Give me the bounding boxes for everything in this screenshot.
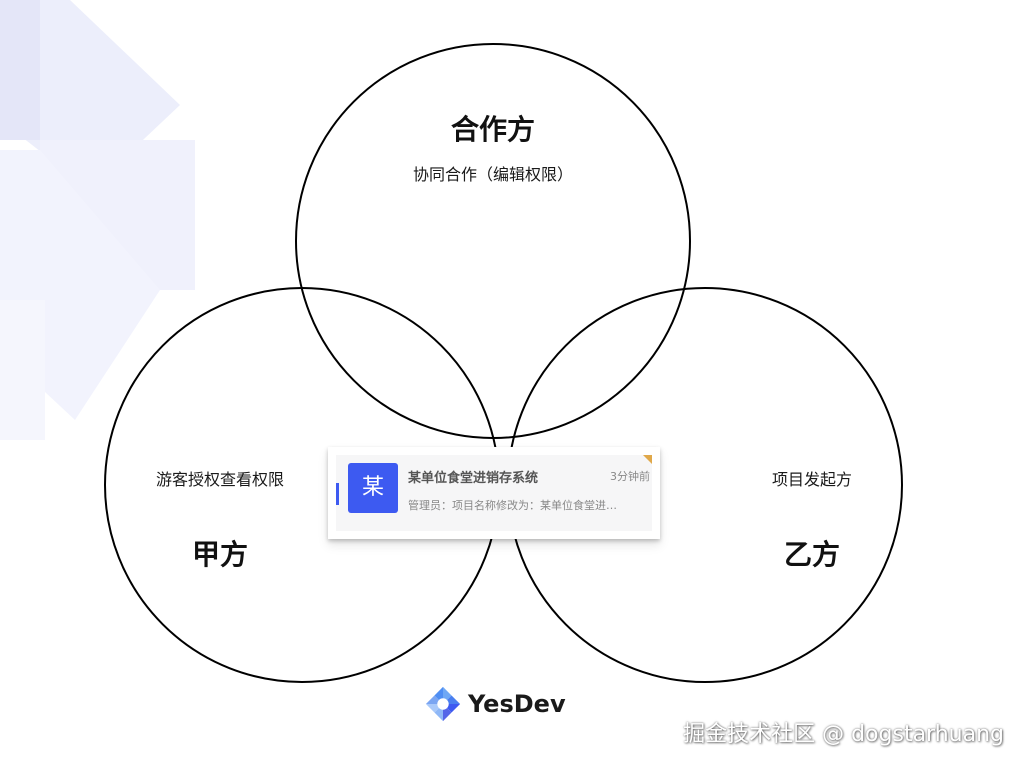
bg-block-left [0,0,40,140]
partner-subtitle: 协同合作（编辑权限） [412,165,573,184]
corner-marker-icon [643,455,652,464]
yesdev-logo-icon [425,686,461,722]
yesdev-logo-text: YesDev [468,690,566,718]
notification-time: 3分钟前 [610,470,650,483]
notification-description: 管理员：项目名称修改为：某单位食堂进… [408,499,617,512]
project-avatar: 某 [348,463,398,513]
bg-block-bottom [0,300,45,440]
party-b-title: 乙方 [783,538,840,571]
notification-title: 某单位食堂进销存系统 [408,471,539,486]
yesdev-logo: YesDev [424,684,566,724]
notification-card[interactable]: 某 某单位食堂进销存系统 3分钟前 管理员：项目名称修改为：某单位食堂进… [328,447,660,539]
watermark: 掘金技术社区 @ dogstarhuang [683,722,1004,747]
circle-partner [295,43,691,439]
unread-indicator [336,483,339,505]
party-b-subtitle: 项目发起方 [771,470,852,489]
party-a-title: 甲方 [191,538,248,571]
party-a-subtitle: 游客授权查看权限 [155,470,284,489]
bg-diamond-mid [40,140,195,290]
partner-title: 合作方 [450,113,535,146]
